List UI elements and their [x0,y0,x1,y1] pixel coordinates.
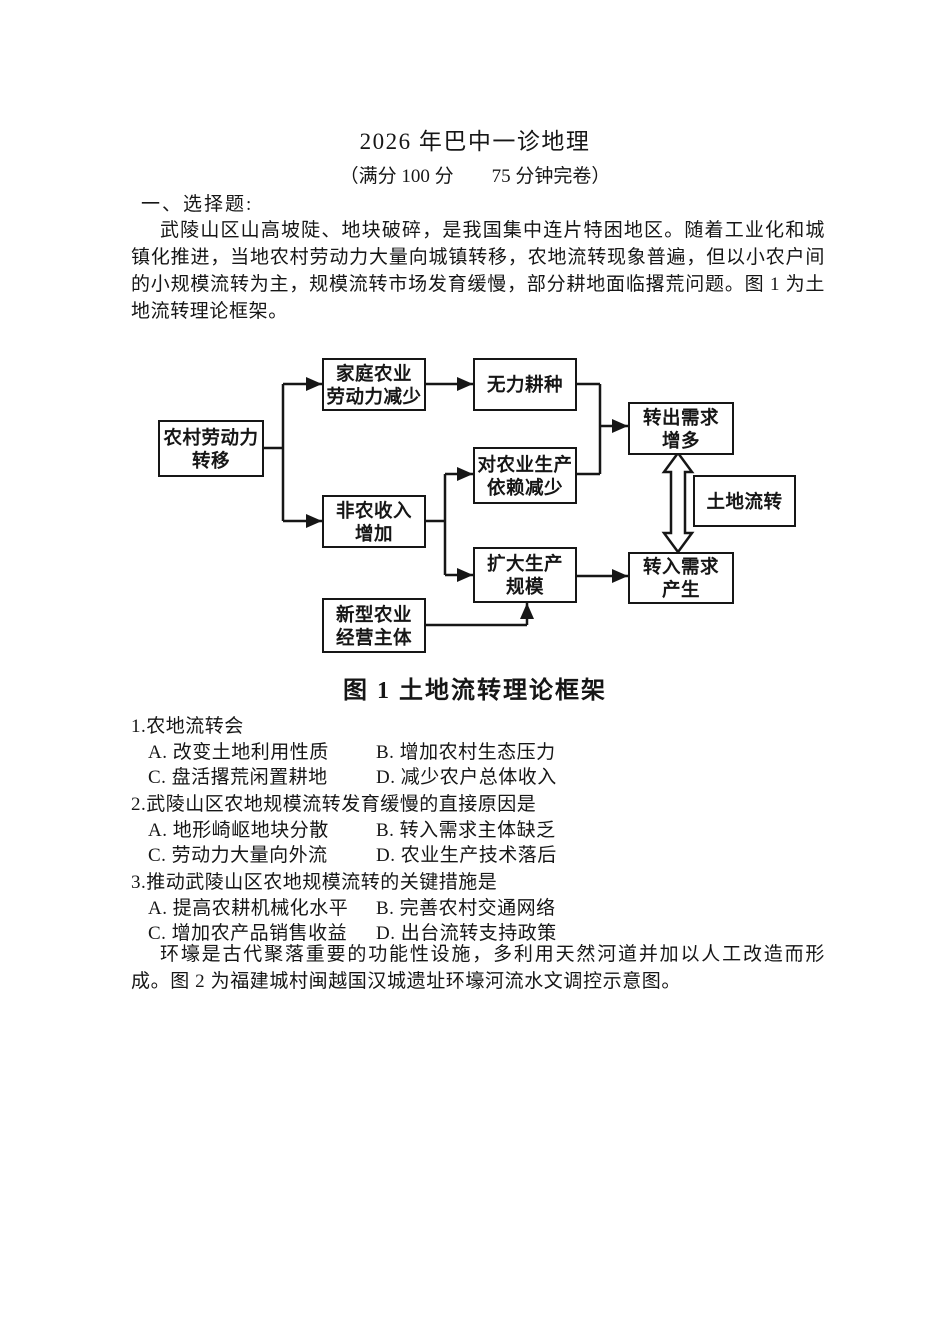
flowchart-node-reliance-decline: 对农业生产 依赖减少 [473,447,577,504]
flowchart-node-rural-labor-transfer: 农村劳动力 转移 [158,420,264,477]
double-arrow-land-transfer [661,450,695,555]
flowchart-node-unable-to-farm: 无力耕种 [473,358,577,411]
question-1-options-cd: C. 盘活撂荒闲置耕地 D. 减少农户总体收入 [131,765,841,791]
closing-paragraph: 环壕是古代聚落重要的功能性设施，多利用天然河道并加以人工改造而形成。图 2 为福… [131,944,825,992]
question-3-option-a: A. 提高农耕机械化水平 [148,897,349,919]
question-2-options-cd: C. 劳动力大量向外流 D. 农业生产技术落后 [131,843,841,869]
question-1-options-ab: A. 改变土地利用性质 B. 增加农村生态压力 [131,740,841,766]
question-2-option-c: C. 劳动力大量向外流 [148,845,328,866]
question-3-stem: 3.推动武陵山区农地规模流转的关键措施是 [131,872,498,893]
question-3-options-ab: A. 提高农耕机械化水平 B. 完善农村交通网络 [131,896,841,922]
exam-title: 2026 年巴中一诊地理 [359,129,591,154]
flowchart-node-transfer-out-demand: 转出需求 增多 [628,402,734,455]
question-2-option-b: B. 转入需求主体缺乏 [376,819,556,841]
flowchart-node-family-labor-decline: 家庭农业 劳动力减少 [322,358,426,411]
exam-subtitle: （满分 100 分 75 分钟完卷） [339,166,611,187]
question-1-option-c: C. 盘活撂荒闲置耕地 [148,767,328,788]
question-1-stem: 1.农地流转会 [131,716,244,737]
question-2-options-ab: A. 地形崎岖地块分散 B. 转入需求主体缺乏 [131,818,841,844]
question-3: 3.推动武陵山区农地规模流转的关键措施是 A. 提高农耕机械化水平 B. 完善农… [131,870,841,947]
question-1-option-a: A. 改变土地利用性质 [148,741,329,763]
question-1: 1.农地流转会 A. 改变土地利用性质 B. 增加农村生态压力 C. 盘活撂荒闲… [131,714,841,791]
question-2-option-a: A. 地形崎岖地块分散 [148,819,329,841]
flowchart-node-land-transfer: 土地流转 [693,475,796,527]
question-3-option-d: D. 出台流转支持政策 [376,923,557,944]
question-1-option-b: B. 增加农村生态压力 [376,741,556,763]
question-2-stem: 2.武陵山区农地规模流转发育缓慢的直接原因是 [131,794,537,815]
flowchart-node-nonfarm-income: 非农收入 增加 [322,495,426,548]
intro-paragraph: 武陵山区山高坡陡、地块破碎，是我国集中连片特困地区。随着工业化和城镇化推进，当地… [131,220,825,322]
question-3-option-c: C. 增加农产品销售收益 [148,923,348,944]
section-heading: 一、选择题: [141,194,254,215]
question-1-option-d: D. 减少农户总体收入 [376,767,557,788]
flowchart-connectors [264,377,695,627]
question-3-option-b: B. 完善农村交通网络 [376,897,556,919]
flowchart-node-transfer-in-demand: 转入需求 产生 [628,552,734,604]
questions-block: 1.农地流转会 A. 改变土地利用性质 B. 增加农村生态压力 C. 盘活撂荒闲… [131,714,841,948]
question-2-option-d: D. 农业生产技术落后 [376,845,557,866]
flowchart-node-new-agri-entities: 新型农业 经营主体 [322,598,426,653]
figure-flowchart: 农村劳动力 转移 家庭农业 劳动力减少 非农收入 增加 新型农业 经营主体 无力… [0,340,950,670]
flowchart-node-expand-scale: 扩大生产 规模 [473,547,577,603]
question-3-options-cd: C. 增加农产品销售收益 D. 出台流转支持政策 [131,921,841,947]
figure-caption: 图 1 土地流转理论框架 [343,678,607,704]
question-2: 2.武陵山区农地规模流转发育缓慢的直接原因是 A. 地形崎岖地块分散 B. 转入… [131,792,841,869]
